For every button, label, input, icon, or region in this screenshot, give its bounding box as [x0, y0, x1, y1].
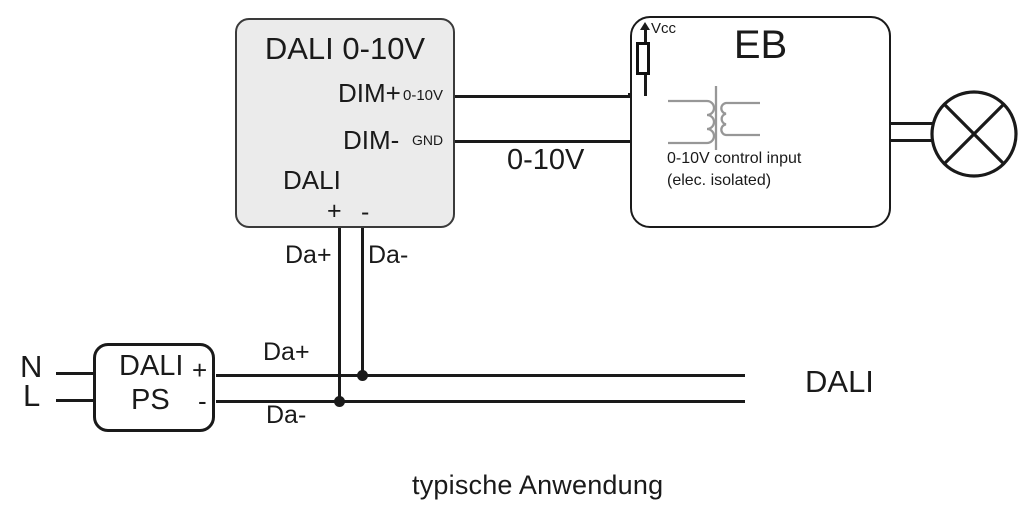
dim-minus-label: DIM-	[343, 125, 400, 155]
ps-name-line2: PS	[131, 384, 170, 416]
vcc-label: Vcc	[651, 20, 677, 37]
bus-da-minus	[216, 400, 745, 403]
eb-title: EB	[733, 23, 788, 67]
analog-link-label: 0-10V	[507, 144, 585, 176]
bus-da-plus	[216, 374, 745, 377]
dim-plus-label: DIM+	[338, 78, 401, 108]
junction-dot	[334, 396, 345, 407]
dim-plus-pin-label: 0-10V	[403, 87, 444, 104]
dali-bus-label: DALI	[805, 364, 874, 399]
resistor-icon	[636, 42, 650, 75]
control-input-label-line1: 0-10V control input	[667, 150, 802, 167]
ps-name-line1: DALI	[119, 350, 184, 382]
da-minus-bus-label: Da-	[266, 401, 307, 429]
converter-title: DALI 0-10V	[264, 31, 426, 66]
dim-minus-pin-label: GND	[412, 132, 444, 148]
ps-box	[93, 343, 215, 432]
lamp-icon	[930, 90, 1018, 178]
da-minus-drop-label: Da-	[368, 241, 409, 269]
wire-dim-plus	[455, 95, 659, 98]
ps-minus-terminal: -	[198, 386, 207, 416]
wire-mains-n	[56, 372, 93, 375]
lamp-lead-bottom	[891, 139, 932, 142]
ps-plus-terminal: +	[192, 355, 208, 385]
converter-box: DALI 0-10V	[235, 18, 455, 228]
da-plus-bus-label: Da+	[263, 338, 310, 366]
control-input-label-line2: (elec. isolated)	[667, 172, 772, 189]
converter-minus-terminal: -	[361, 198, 370, 226]
vcc-arrow-icon	[640, 22, 650, 30]
lamp-lead-top	[891, 122, 932, 125]
converter-plus-terminal: +	[327, 197, 342, 225]
wire-da-minus-vertical	[361, 227, 364, 377]
wire-mains-l	[56, 399, 93, 402]
wire-da-plus-vertical	[338, 227, 341, 403]
junction-dot	[357, 370, 368, 381]
converter-dali-label: DALI	[283, 165, 341, 195]
eb-box: EB	[630, 16, 891, 228]
mains-l-label: L	[23, 378, 41, 413]
wire-dim-minus	[455, 140, 659, 143]
diagram-caption: typische Anwendung	[412, 470, 664, 500]
da-plus-drop-label: Da+	[285, 241, 332, 269]
mains-n-label: N	[20, 349, 43, 384]
transformer-icon	[668, 86, 760, 150]
